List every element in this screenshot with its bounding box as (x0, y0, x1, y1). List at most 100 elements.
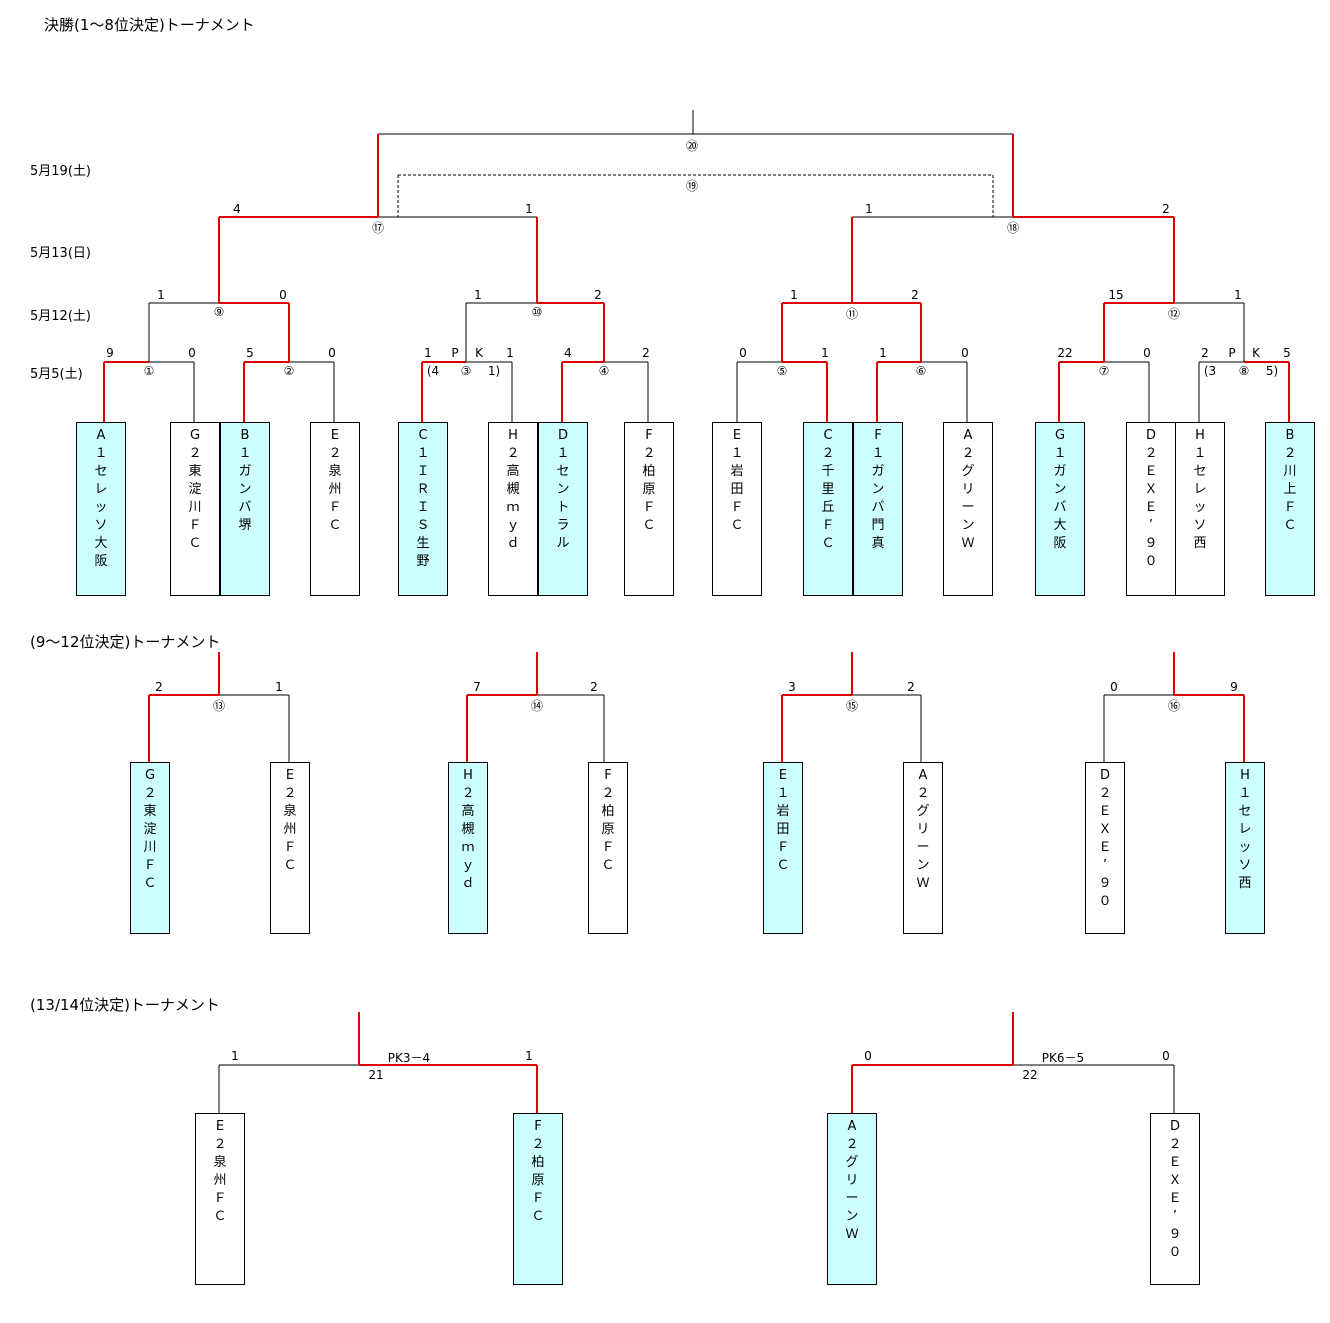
team-box-final-11-char-2: ガ (871, 464, 885, 479)
team-box-mid-3-char-1: ２ (461, 786, 475, 801)
team-box-mid-7-char-5: ’ (1102, 858, 1108, 873)
score-mid-2: 7 (473, 680, 481, 694)
team-box-final-8-char-5: Ｃ (642, 518, 656, 533)
team-box-final-3-char-0: B (240, 428, 250, 443)
match-number-2: ② (283, 364, 295, 378)
team-box-final-11-char-5: 門 (871, 518, 885, 533)
team-box-final-5-char-7: 野 (416, 554, 430, 569)
team-box-final-15-char-6: 西 (1193, 536, 1207, 551)
team-box-final-1-char-2: セ (94, 464, 108, 479)
team-box-mid-2-char-2: 泉 (283, 804, 297, 819)
team-box-low-2-char-3: 原 (531, 1173, 545, 1188)
team-box-final-4-char-4: Ｆ (328, 500, 342, 515)
score-r2-4: 1 (790, 288, 798, 302)
team-box-final-8-char-1: ２ (642, 446, 656, 461)
team-box-final-15-char-1: １ (1193, 446, 1207, 461)
team-box-final-9-char-4: Ｆ (730, 500, 744, 515)
team-box-final-6-char-2: 高 (506, 464, 520, 479)
team-box-final-9-char-2: 岩 (730, 464, 744, 479)
team-box-final-10-char-5: Ｆ (821, 518, 835, 533)
team-box-mid-1-char-6: Ｃ (143, 876, 157, 891)
team-box-final-6-char-1: ２ (506, 446, 520, 461)
team-box-low-4-char-1: ２ (1168, 1137, 1182, 1152)
team-box-final-16-char-0: B (1285, 428, 1295, 443)
score-r1-14: 2 (1201, 346, 1209, 360)
team-box-low-4-char-0: D (1169, 1119, 1180, 1134)
score-r1-11: 0 (961, 346, 969, 360)
team-box-final-12-char-6: Ｗ (961, 536, 975, 551)
date-label-quarter: 5月12(土) (30, 309, 91, 324)
score-low-0: 1 (231, 1049, 239, 1063)
team-box-final-1-char-0: A (96, 428, 106, 443)
score-r1-9: 1 (821, 346, 829, 360)
team-box-mid-3-char-5: ｙ (461, 858, 475, 873)
match-number-9: ⑨ (213, 305, 225, 319)
team-box-final-10-char-3: 里 (821, 482, 835, 497)
match-number-13: ⑬ (212, 699, 226, 713)
team-box-mid-8-char-4: ッ (1238, 840, 1252, 855)
match-number-7: ⑦ (1098, 364, 1110, 378)
team-box-final-5-char-2: Ｉ (416, 464, 430, 479)
team-box-final-13-char-2: ガ (1053, 464, 1067, 479)
team-box-final-13-char-3: ン (1053, 482, 1067, 497)
team-box-low-3-char-0: A (847, 1119, 857, 1134)
match-number-1: ① (143, 364, 155, 378)
date-label-final: 5月19(土) (30, 164, 91, 179)
team-box-final-11-char-1: １ (871, 446, 885, 461)
team-box-final-9-char-5: Ｃ (730, 518, 744, 533)
team-box-final-10-char-1: ２ (821, 446, 835, 461)
team-box-mid-4-char-0: F (604, 768, 612, 783)
team-box-final-3-char-5: 堺 (238, 518, 252, 533)
team-box-final-3-char-3: ン (238, 482, 252, 497)
team-box-final-14-char-6: ９ (1144, 536, 1158, 551)
team-box-mid-6-char-5: ン (916, 858, 930, 873)
team-box-final-4-char-2: 泉 (328, 464, 342, 479)
match-number-6: ⑥ (915, 364, 927, 378)
team-box-mid-8-char-3: レ (1238, 822, 1252, 837)
team-box-mid-4-char-2: 柏 (601, 804, 615, 819)
team-box-final-2-char-2: 東 (188, 464, 202, 479)
team-box-final-15-char-5: ソ (1193, 518, 1207, 533)
team-box-final-5-char-3: Ｒ (416, 482, 430, 497)
team-box-final-7-char-2: セ (556, 464, 570, 479)
team-box-final-15-char-3: レ (1193, 482, 1207, 497)
team-box-final-7-char-4: ト (556, 500, 570, 515)
team-box-final-13-char-0: G (1054, 428, 1066, 443)
team-box-mid-5-char-1: １ (776, 786, 790, 801)
team-box-final-11-char-3: ン (871, 482, 885, 497)
team-box-mid-1-char-0: G (144, 768, 156, 783)
score-semi-2: 1 (865, 202, 873, 216)
team-box-mid-2-char-1: ２ (283, 786, 297, 801)
team-box-mid-7-char-2: Ｅ (1098, 804, 1112, 819)
team-box-mid-1-char-4: 川 (143, 840, 157, 855)
match-number-11: ⑪ (845, 307, 859, 321)
pk-score-m8-right: 5) (1265, 364, 1279, 378)
score-low-1: 1 (525, 1049, 533, 1063)
team-box-final-7-char-0: D (557, 428, 568, 443)
match-number-18: ⑱ (1006, 221, 1020, 235)
team-box-final-2-char-0: G (189, 428, 201, 443)
score-r1-10: 1 (879, 346, 887, 360)
team-box-mid-5-char-5: Ｃ (776, 858, 790, 873)
team-box-final-14-char-2: Ｅ (1144, 464, 1158, 479)
pk-score-m3-right: 1) (487, 364, 501, 378)
team-box-final-15-char-4: ッ (1193, 500, 1207, 515)
team-box-mid-3-char-6: ｄ (461, 876, 475, 891)
team-box-final-14-char-3: Ｘ (1144, 482, 1158, 497)
team-box-final-12-char-0: A (963, 428, 973, 443)
team-box-mid-6-char-1: ２ (916, 786, 930, 801)
team-box-low-4-char-5: ’ (1172, 1209, 1178, 1224)
team-box-low-4-char-6: ９ (1168, 1227, 1182, 1242)
team-box-final-2-char-3: 淀 (188, 482, 202, 497)
